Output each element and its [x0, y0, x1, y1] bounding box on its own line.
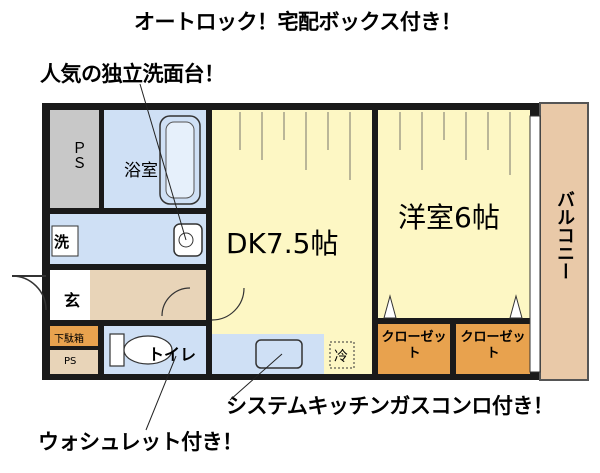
fridge-space: [329, 341, 355, 369]
shoe-box-label: 下駄箱: [54, 334, 84, 345]
closet-2-label: クローゼット: [460, 330, 526, 361]
fridge-label: 冷: [334, 349, 348, 365]
ps-top-label: ＰＳ: [70, 140, 88, 170]
leader-toilet: [145, 355, 177, 431]
toilet-tank: [109, 333, 125, 367]
closet-1: [378, 324, 450, 374]
hallway-floor: [90, 270, 206, 320]
western-room-label: 洋室6帖: [398, 201, 500, 234]
bathroom-label: 浴室: [124, 161, 158, 181]
dk-floor: [212, 110, 372, 374]
dk-label: DK7.5帖: [226, 227, 339, 260]
shoe-box: [50, 326, 98, 346]
balcony-floor: [539, 102, 589, 381]
entrance-door-swing: [11, 275, 47, 311]
entrance-label: 玄: [64, 291, 81, 310]
callout-washlet: ウォシュレット付き！: [38, 430, 243, 454]
balcony-label: バルコニー: [554, 190, 575, 280]
entrance-floor: [50, 270, 90, 320]
ps-bottom-area: [50, 350, 98, 374]
hall-door-swing: [161, 287, 191, 317]
leader-washbasin: [139, 83, 187, 241]
bathtub-inner: [165, 121, 195, 199]
toilet-label: トイレ: [148, 345, 197, 364]
closet-2: [456, 324, 530, 374]
washing-machine-space: [51, 225, 79, 257]
closet-door-marks: [383, 294, 523, 319]
ps-bottom-label: PS: [64, 356, 77, 367]
kitchen-sink: [255, 339, 303, 369]
balcony-window: [529, 115, 541, 373]
callout-system-kitchen: システムキッチンガスコンロ付き！: [226, 394, 554, 418]
callout-washbasin: 人気の独立洗面台！: [40, 62, 225, 86]
wash-label: 洗: [54, 233, 70, 251]
leader-kitchen: [229, 353, 283, 401]
closet-1-label: クローゼット: [381, 330, 447, 361]
ps-top-area: [50, 110, 99, 208]
floor-hatching: [239, 112, 511, 180]
toilet-bowl: [123, 335, 173, 365]
callout-auto-lock: オートロック！宅配ボックス付き！: [134, 10, 462, 34]
dk-door-swing: [211, 287, 245, 321]
western-room-floor: [378, 110, 530, 318]
